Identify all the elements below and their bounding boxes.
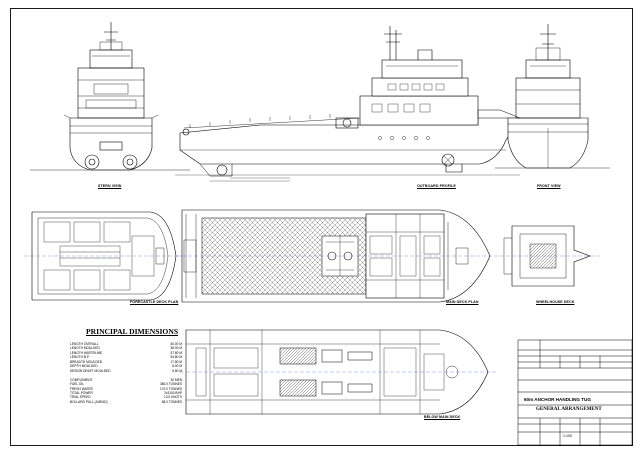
dimension-label: LENGTH OVERALL bbox=[70, 342, 99, 346]
dimension-row: LENGTH OVERALL 60.00 M bbox=[70, 342, 182, 346]
dimension-label: DEPTH MOULDED bbox=[70, 364, 98, 369]
dimension-row: LENGTH WATERLINE 57.80 M bbox=[70, 351, 182, 355]
dimension-row: DESIGN DRAFT MOULDED 5.80 M bbox=[70, 369, 182, 373]
front-view bbox=[507, 24, 589, 169]
dimension-label: FRESH WATER bbox=[70, 386, 93, 391]
dimension-value: 58.0 TONNES bbox=[161, 399, 182, 404]
dimension-label: LENGTH B.P. bbox=[70, 355, 90, 360]
dimension-value: 380.0 TONNES bbox=[159, 382, 182, 387]
vessel-name: 60m ANCHOR HANDLING TUG bbox=[524, 397, 591, 402]
title-block bbox=[517, 339, 633, 446]
dimension-label: FUEL OIL bbox=[70, 382, 85, 387]
principal-dimensions-table: LENGTH OVERALL 60.00 M LENGTH MOULDED 58.00… bbox=[70, 342, 182, 404]
dimension-value: 6.00 M bbox=[172, 364, 182, 369]
dimension-row: LENGTH B.P. 54.80 M bbox=[70, 355, 182, 359]
dimension-row: COMPLEMENT 30 MEN bbox=[70, 378, 182, 382]
dimension-value: 60.00 M bbox=[170, 342, 182, 346]
dimension-row: FUEL OIL 380.0 TONNES bbox=[70, 382, 182, 386]
dimension-label: DESIGN DRAFT MOULDED bbox=[70, 368, 111, 373]
dimension-label: TRIAL SPEED bbox=[70, 395, 91, 400]
dimension-value: 5.80 M bbox=[172, 368, 182, 373]
dimension-label: LENGTH MOULDED bbox=[70, 346, 100, 351]
dimension-label: BREADTH MOULDED bbox=[70, 359, 103, 364]
scale-value: 1:100 bbox=[563, 434, 572, 438]
below-main-deck-label: BELOW MAIN DECK bbox=[424, 415, 461, 419]
drawing-title: GENERAL ARRANGEMENT bbox=[536, 407, 602, 412]
stern-view-label: STERN VIEW bbox=[98, 184, 122, 188]
stern-view bbox=[63, 22, 159, 171]
dimension-value: 170.0 TONNES bbox=[159, 386, 182, 391]
dimension-value: 30 MEN bbox=[170, 377, 182, 382]
main-deck-plan-label: MAIN DECK PLAN bbox=[446, 300, 479, 304]
dimension-row: FRESH WATER 170.0 TONNES bbox=[70, 387, 182, 391]
dimension-value: 57.80 M bbox=[170, 350, 182, 355]
sheet-frame bbox=[10, 8, 633, 446]
principal-dimensions-title: PRINCIPAL DIMENSIONS bbox=[86, 327, 179, 336]
dimension-row: LENGTH MOULDED 58.00 M bbox=[70, 346, 182, 350]
dimension-label: TOTAL POWER bbox=[70, 390, 93, 395]
dimension-label: COMPLEMENT bbox=[70, 377, 93, 382]
outboard-profile bbox=[179, 26, 521, 177]
dimension-row: TRIAL SPEED 13.0 KNOTS bbox=[70, 395, 182, 399]
dimension-value: 13.0 KNOTS bbox=[163, 395, 182, 400]
dimension-row: BOLLARD PULL (AHEAD) 58.0 TONNES bbox=[70, 400, 182, 404]
dimension-value: 17.80 M bbox=[170, 359, 182, 364]
forecastle-deck-plan-label: FORECASTLE DECK PLAN bbox=[130, 300, 179, 304]
dimension-row: DEPTH MOULDED 6.00 M bbox=[70, 364, 182, 368]
dimension-row: TOTAL POWER 2x3100 BHP bbox=[70, 391, 182, 395]
dimension-value: 54.80 M bbox=[170, 355, 182, 360]
wheelhouse-deck-plan bbox=[503, 225, 591, 287]
dimension-value: 58.00 M bbox=[170, 346, 182, 351]
outboard-profile-label: OUTBOARD PROFILE bbox=[417, 184, 456, 188]
dimension-label: BOLLARD PULL (AHEAD) bbox=[70, 399, 108, 404]
dimension-label: LENGTH WATERLINE bbox=[70, 350, 103, 355]
dimension-row: BREADTH MOULDED 17.80 M bbox=[70, 360, 182, 364]
wheelhouse-deck-label: WHEELHOUSE DECK bbox=[536, 300, 575, 304]
front-view-label: FRONT VIEW bbox=[537, 184, 561, 188]
dimension-value: 2x3100 BHP bbox=[164, 390, 182, 395]
